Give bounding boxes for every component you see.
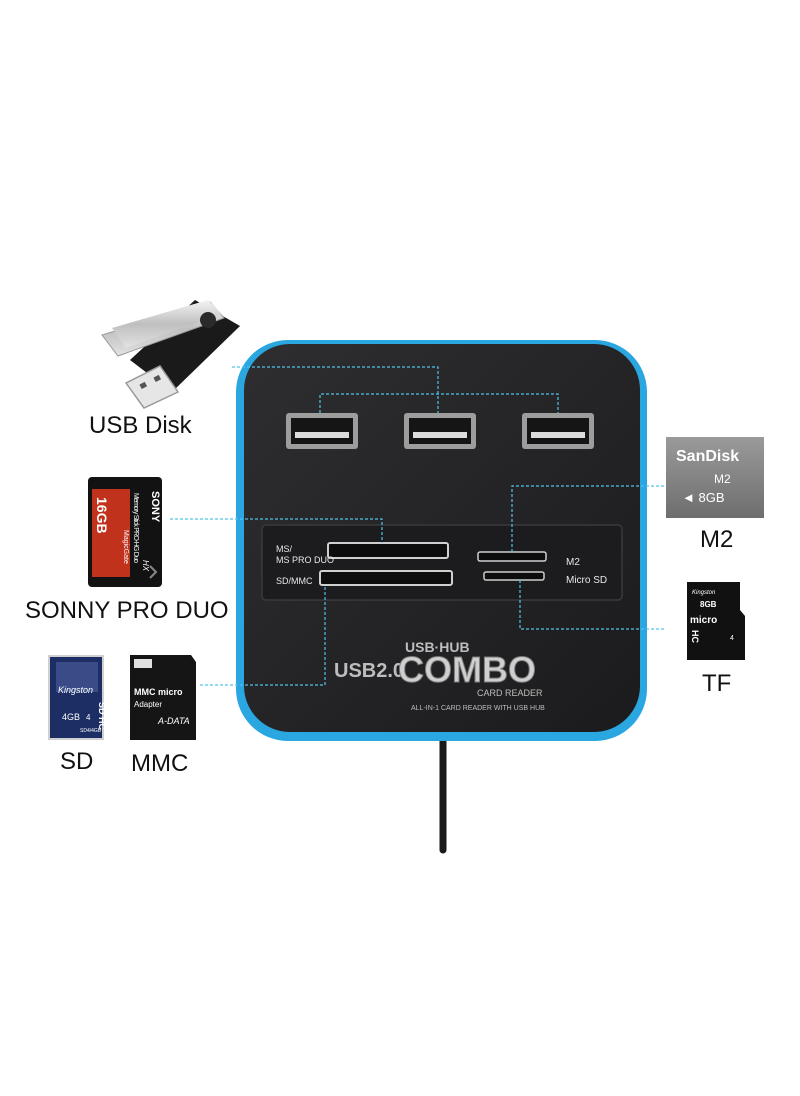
- usb-hub-combo: MS/ MS PRO DUO SD/MMC M2 Micro SD USB·HU…: [236, 340, 647, 741]
- sd-speed-text: 4: [86, 713, 91, 722]
- sony-pro-duo-label: SONNY PRO DUO: [25, 597, 229, 624]
- kingston-tf-card: Kingston 8GB micro HC 4: [687, 582, 745, 660]
- mmc-micro-adapter: MMC micro Adapter A-DATA: [130, 655, 196, 740]
- mmc-brand-text: MMC micro: [134, 687, 183, 697]
- m2-brand-text: SanDisk: [676, 448, 739, 465]
- usb-flash-drive: [101, 300, 240, 409]
- sony-brand-text: SONY: [149, 491, 161, 523]
- slot-ms-pro-duo-label: MS PRO DUO: [276, 555, 334, 565]
- sony-capacity-text: 16GB: [94, 497, 110, 534]
- tf-micro-text: micro: [690, 615, 717, 626]
- sandisk-m2-card: SanDisk M2 ◄ 8GB: [666, 437, 764, 518]
- slot-ms-label: MS/: [276, 544, 293, 554]
- usb-disk-label: USB Disk: [89, 412, 192, 439]
- usb-port: [522, 413, 594, 449]
- sd-brand-text: Kingston: [58, 685, 93, 695]
- m2-capacity-text: ◄ 8GB: [682, 490, 725, 505]
- leader-lines: [170, 366, 664, 686]
- tf-label: TF: [702, 670, 732, 697]
- tf-hc-text: HC: [690, 630, 700, 643]
- tf-speed-text: 4: [730, 635, 734, 642]
- sd-slot: [319, 570, 453, 586]
- all-in-one-text: ALL-IN-1 CARD READER WITH USB HUB: [411, 705, 545, 712]
- slot-m2-label: M2: [566, 557, 580, 568]
- kingston-sd-card: Kingston SD HC 4GB 4 SD4/4GB: [48, 655, 107, 740]
- mmc-adapter-text: Adapter: [134, 700, 162, 709]
- tf-brand-text: Kingston: [692, 590, 716, 596]
- sd-model-text: SD4/4GB: [80, 728, 102, 734]
- micro-sd-slot: [483, 571, 545, 581]
- sony-magicgate-text: MagicGate: [122, 530, 129, 564]
- m2-label: M2: [700, 526, 734, 553]
- usb-port: [404, 413, 476, 449]
- sony-hx-text: HX: [141, 560, 150, 572]
- mmc-maker-text: A-DATA: [157, 716, 190, 726]
- card-reader-text: CARD READER: [477, 688, 543, 698]
- sony-memory-stick: SONY 16GB Memory Stick PRO-HG Duo MagicG…: [88, 477, 162, 587]
- usb-hub-text: USB·HUB: [405, 639, 470, 655]
- m2-type-text: M2: [714, 472, 731, 486]
- tf-capacity-text: 8GB: [700, 600, 717, 609]
- mmc-label: MMC: [131, 750, 189, 777]
- usb-port: [286, 413, 358, 449]
- sd-capacity-text: 4GB: [62, 712, 80, 722]
- sony-line-text: Memory Stick PRO-HG Duo: [132, 493, 139, 563]
- combo-text: COMBO: [398, 649, 536, 690]
- m2-slot: [477, 551, 547, 562]
- ms-slot: [327, 542, 449, 559]
- slot-micro-sd-label: Micro SD: [566, 575, 607, 586]
- sd-hc-text: SD HC: [97, 702, 107, 731]
- slot-sd-mmc-label: SD/MMC: [276, 576, 313, 586]
- usb2-text: USB2.0: [334, 660, 404, 682]
- sd-label: SD: [60, 748, 94, 775]
